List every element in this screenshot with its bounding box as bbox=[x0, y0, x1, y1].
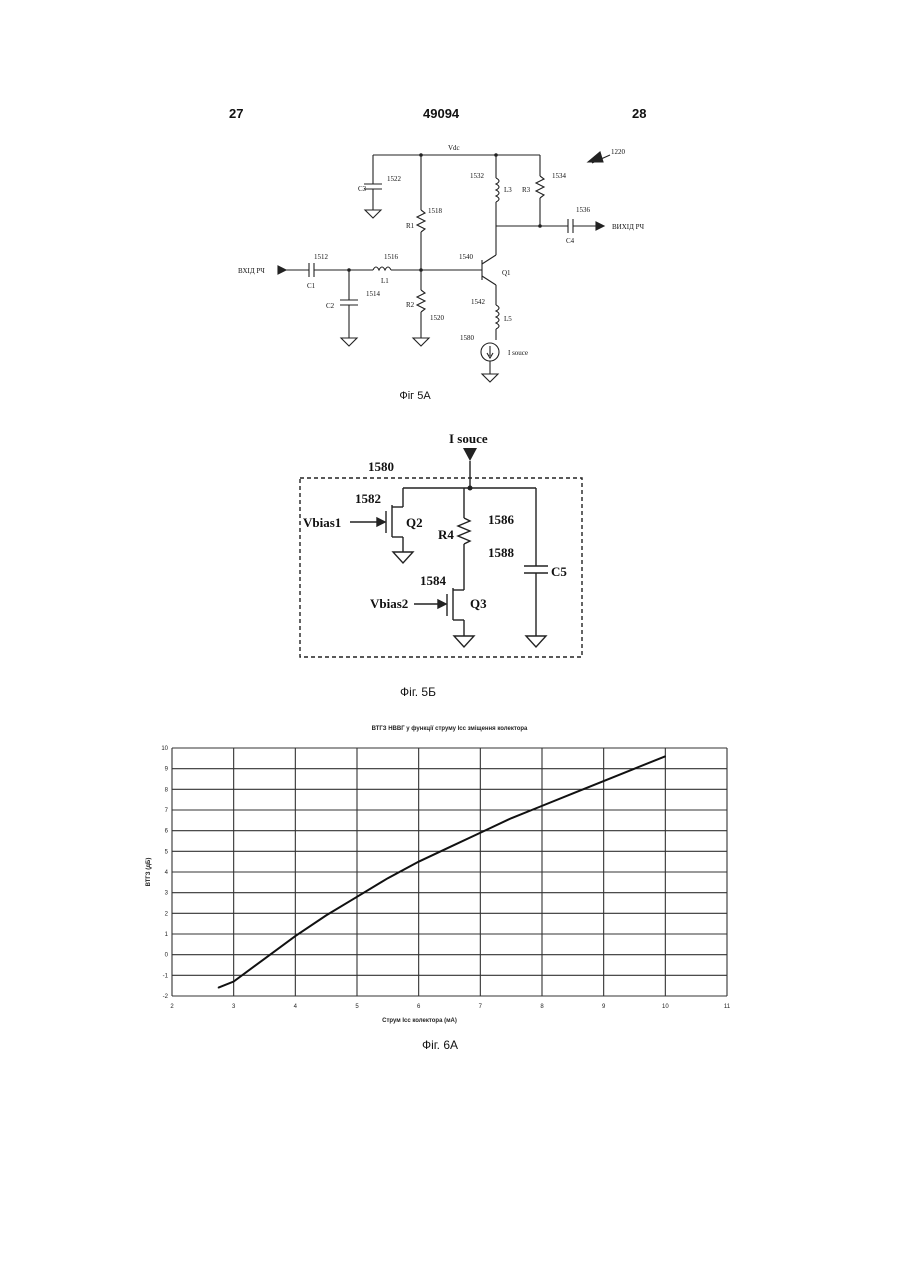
fig6a-xtick-label: 10 bbox=[662, 1004, 669, 1010]
fig6a-xtick-label: 3 bbox=[232, 1004, 236, 1010]
fig6a-xlabel: Струм Icc колектора (мА) bbox=[382, 1018, 457, 1024]
fig6a-ylabel: ВТГЗ (дБ) bbox=[146, 858, 152, 887]
fig6a-ytick-label: 1 bbox=[165, 932, 169, 938]
fig6a-ytick-label: 0 bbox=[165, 953, 169, 959]
fig6a-xtick-label: 5 bbox=[355, 1004, 359, 1010]
fig6a-ytick-label: 3 bbox=[165, 891, 169, 897]
fig6a-ytick-label: 2 bbox=[165, 911, 169, 917]
fig6a-xtick-label: 8 bbox=[540, 1004, 544, 1010]
fig6a-ytick-label: -1 bbox=[163, 973, 169, 979]
fig6a-title: ВТГЗ НВВГ у функції струму Icc зміщення … bbox=[372, 725, 528, 732]
fig6a-ytick-label: 9 bbox=[165, 767, 169, 773]
fig6a-xtick-label: 9 bbox=[602, 1004, 606, 1010]
fig6a-ytick-label: 8 bbox=[165, 787, 169, 793]
fig6a-caption: Фіг. 6А bbox=[400, 1038, 480, 1052]
fig6a-xtick-label: 2 bbox=[170, 1004, 174, 1010]
fig6a-xtick-label: 7 bbox=[479, 1004, 483, 1010]
fig6a-xtick-label: 6 bbox=[417, 1004, 421, 1010]
fig6a-ytick-label: 7 bbox=[165, 808, 169, 814]
fig6a-ytick-label: 4 bbox=[165, 870, 169, 876]
fig6a-xtick-label: 4 bbox=[294, 1004, 298, 1010]
fig6a-ytick-label: 5 bbox=[165, 849, 169, 855]
fig6a-ytick-label: 6 bbox=[165, 829, 169, 835]
fig6a-ytick-label: 10 bbox=[161, 746, 168, 752]
fig6a-xtick-label: 11 bbox=[724, 1004, 731, 1010]
fig6a-ytick-label: -2 bbox=[163, 994, 169, 1000]
